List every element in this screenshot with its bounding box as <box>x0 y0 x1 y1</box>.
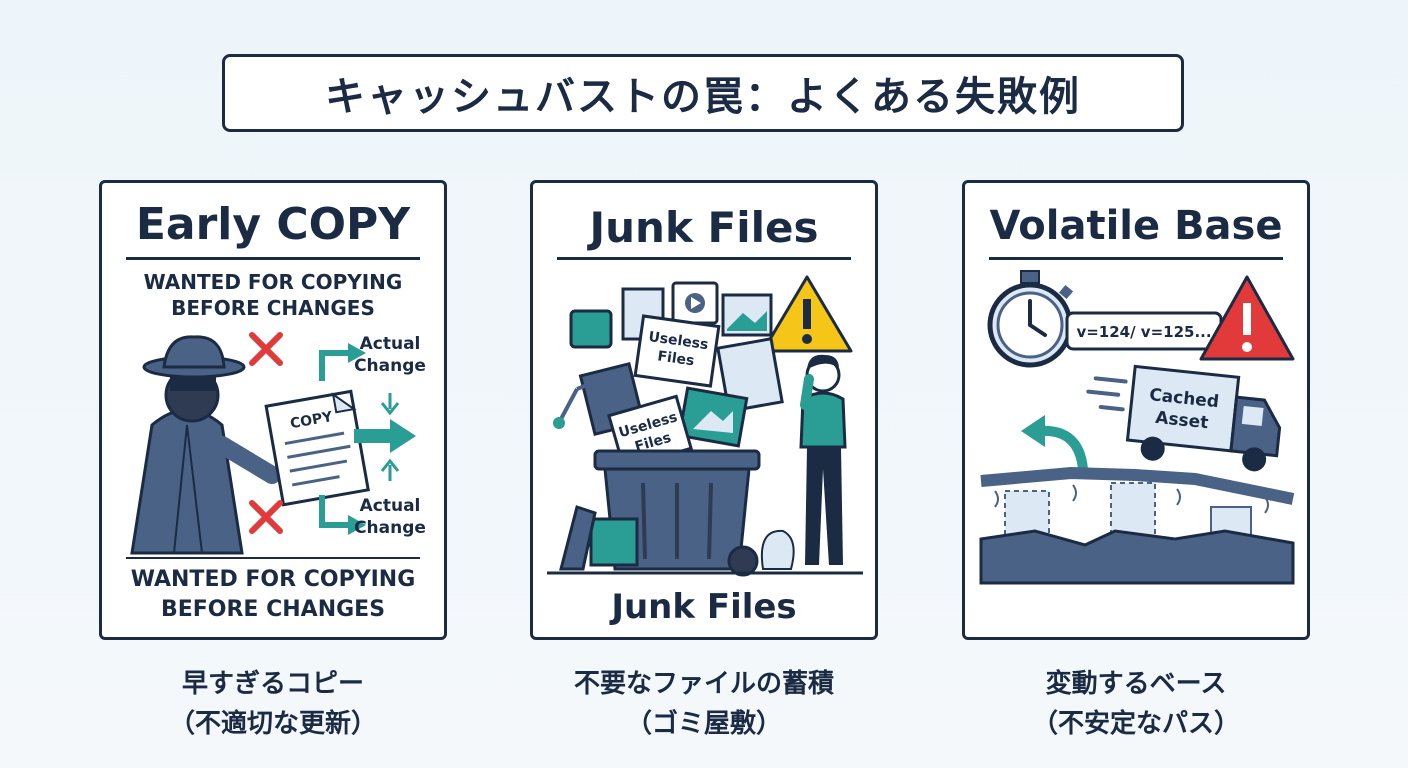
wanted-text-top: WANTED FOR COPYING BEFORE CHANGES <box>102 269 444 321</box>
caption-line-1: 早すぎるコピー <box>181 669 364 699</box>
truck-icon: Cached Asset <box>1086 364 1282 472</box>
arrow-up-icon <box>380 458 400 481</box>
unstable-base <box>979 466 1295 585</box>
copy-document-icon: COPY <box>264 389 370 507</box>
early-copy-illustration: COPY Actual Change Actual Change <box>130 332 426 555</box>
wanted-bottom-line-1: WANTED FOR COPYING <box>130 567 416 592</box>
warning-icon <box>761 275 853 353</box>
copy-document-label: COPY <box>289 409 335 432</box>
trash-can-icon <box>547 449 863 577</box>
arrow-right-icon <box>354 419 416 453</box>
useless-files-label-a-line-2: Files <box>656 348 695 369</box>
caption-line-2: （ゴミ屋敷） <box>625 709 782 739</box>
page-title-banner: キャッシュバストの罠：よくある失敗例 <box>222 54 1184 132</box>
actual-change-bottom-line-1: Actual <box>360 496 421 516</box>
wanted-text-bottom: WANTED FOR COPYING BEFORE CHANGES <box>102 565 444 625</box>
spy-icon <box>130 335 281 555</box>
card-junk-files: Junk Files Useless Files Useless <box>530 180 878 640</box>
actual-change-bottom-line-2: Change <box>354 518 426 538</box>
stressed-person-icon <box>799 354 847 565</box>
card-title-volatile-base: Volatile Base <box>989 203 1283 249</box>
version-path-label: v=124/ v=125... <box>1076 323 1211 341</box>
stopwatch-icon <box>987 270 1074 368</box>
card-volatile-base: Volatile Base v=124/ v=125... <box>962 180 1310 640</box>
title-divider <box>557 257 851 260</box>
warning-icon <box>1199 275 1295 361</box>
file-pile: Useless Files Useless Files <box>553 281 784 470</box>
curved-arrow-icon <box>1040 425 1088 470</box>
caption-line-2: （不適切な更新） <box>168 709 377 739</box>
card-early-copy: Early COPY WANTED FOR COPYING BEFORE CHA… <box>99 180 447 640</box>
caption-volatile-base: 変動するベース （不安定なパス） <box>962 664 1310 744</box>
bottom-title-junk-files: Junk Files <box>611 587 797 627</box>
wanted-top-line-1: WANTED FOR COPYING <box>143 270 403 294</box>
card-title-early-copy: Early COPY <box>135 199 411 250</box>
caption-line-1: 不要なファイルの蓄積 <box>573 669 834 699</box>
wanted-top-line-2: BEFORE CHANGES <box>171 296 375 320</box>
caption-line-2: （不安定なパス） <box>1031 709 1240 739</box>
bracket-arrow-icon <box>319 350 348 528</box>
caption-junk-files: 不要なファイルの蓄積 （ゴミ屋敷） <box>530 664 878 744</box>
junk-files-illustration: Useless Files Useless Files <box>547 275 863 577</box>
title-divider <box>989 257 1283 260</box>
card-title-junk-files: Junk Files <box>589 203 819 252</box>
wanted-bottom-line-2: BEFORE CHANGES <box>160 597 386 622</box>
cross-icon <box>249 332 283 366</box>
actual-change-top-line-1: Actual <box>360 334 421 354</box>
caption-early-copy: 早すぎるコピー （不適切な更新） <box>99 664 447 744</box>
volatile-base-illustration: v=124/ v=125... Cached Asset <box>979 270 1295 585</box>
page-title: キャッシュバストの罠：よくある失敗例 <box>325 74 1081 120</box>
cross-icon <box>249 500 283 534</box>
bottom-divider <box>126 557 420 559</box>
caption-line-1: 変動するベース <box>1045 669 1227 699</box>
arrow-down-icon <box>380 393 400 416</box>
actual-change-top-line-2: Change <box>354 356 426 376</box>
version-path-box: v=124/ v=125... <box>1065 311 1223 351</box>
title-divider <box>126 257 420 260</box>
